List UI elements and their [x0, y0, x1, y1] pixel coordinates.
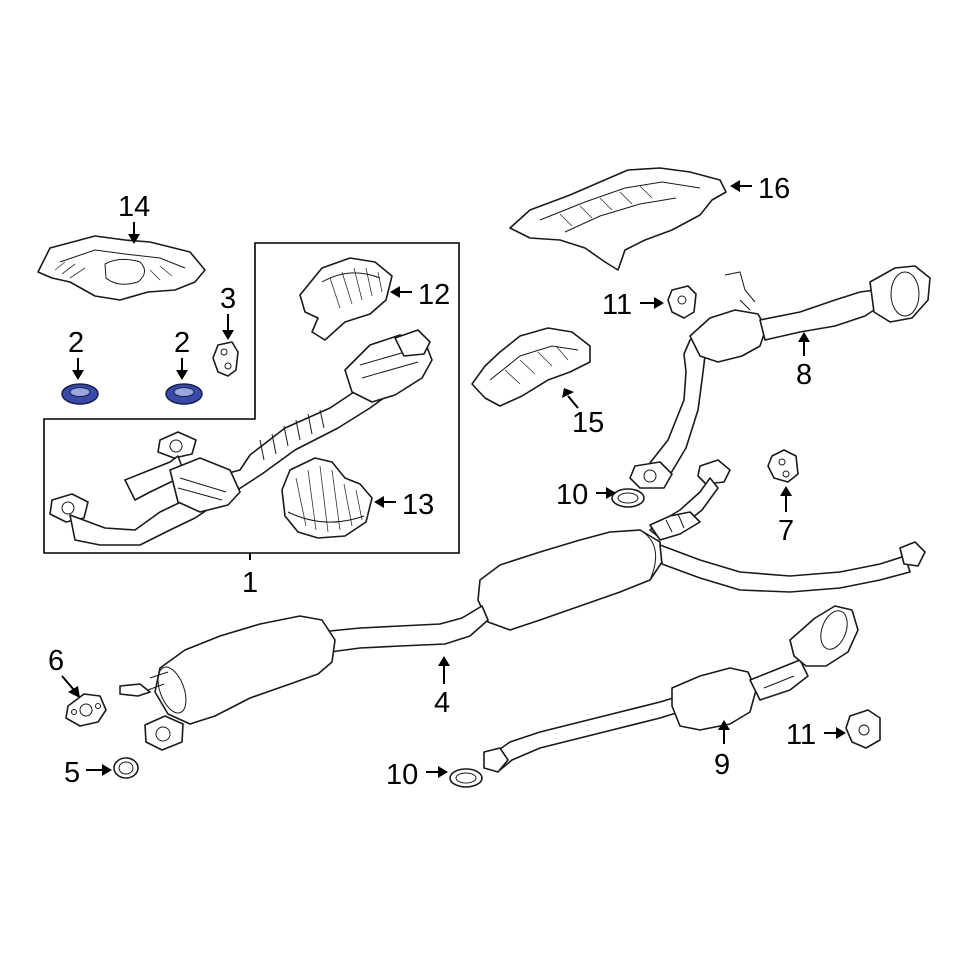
- callout-6: 6: [48, 645, 64, 677]
- callout-11-lower: 11: [786, 719, 816, 751]
- callout-9: 9: [714, 749, 730, 781]
- hanger-3[interactable]: [212, 341, 239, 377]
- gasket-ring-2-right[interactable]: [165, 383, 203, 405]
- callout-5: 5: [64, 757, 80, 789]
- callout-16: 16: [758, 173, 790, 205]
- left-muffler-9[interactable]: [483, 605, 859, 773]
- callout-7: 7: [778, 515, 794, 547]
- gasket-10-upper[interactable]: [611, 488, 645, 508]
- front-pipe-assembly-1[interactable]: [49, 329, 433, 546]
- gasket-10-lower[interactable]: [449, 768, 483, 788]
- callout-15: 15: [572, 407, 604, 439]
- hanger-11-lower[interactable]: [845, 709, 881, 749]
- callout-2-right: 2: [174, 327, 190, 359]
- callout-1: 1: [242, 567, 258, 599]
- callout-8: 8: [796, 359, 812, 391]
- gasket-5[interactable]: [113, 757, 139, 779]
- flange-6[interactable]: [65, 693, 107, 727]
- callout-10-lower: 10: [386, 759, 418, 791]
- callout-2-left: 2: [68, 327, 84, 359]
- callout-3: 3: [220, 283, 236, 315]
- converter-shield-12[interactable]: [299, 257, 393, 341]
- callout-11-upper: 11: [602, 289, 632, 321]
- callout-12: 12: [418, 279, 450, 311]
- center-pipe-4[interactable]: [119, 459, 926, 751]
- right-muffler-8[interactable]: [629, 265, 931, 489]
- hanger-7[interactable]: [767, 449, 799, 483]
- heat-shield-15[interactable]: [471, 327, 591, 407]
- callout-10-upper: 10: [556, 479, 588, 511]
- assembly-1-frame: [43, 242, 460, 554]
- heat-shield-14[interactable]: [37, 235, 206, 301]
- hanger-11-upper[interactable]: [667, 285, 697, 319]
- callout-4: 4: [434, 687, 450, 719]
- converter-shield-13[interactable]: [281, 457, 373, 539]
- heat-shield-16[interactable]: [509, 167, 727, 271]
- callout-13: 13: [402, 489, 434, 521]
- gasket-ring-2-left[interactable]: [61, 383, 99, 405]
- callout-14: 14: [118, 191, 150, 223]
